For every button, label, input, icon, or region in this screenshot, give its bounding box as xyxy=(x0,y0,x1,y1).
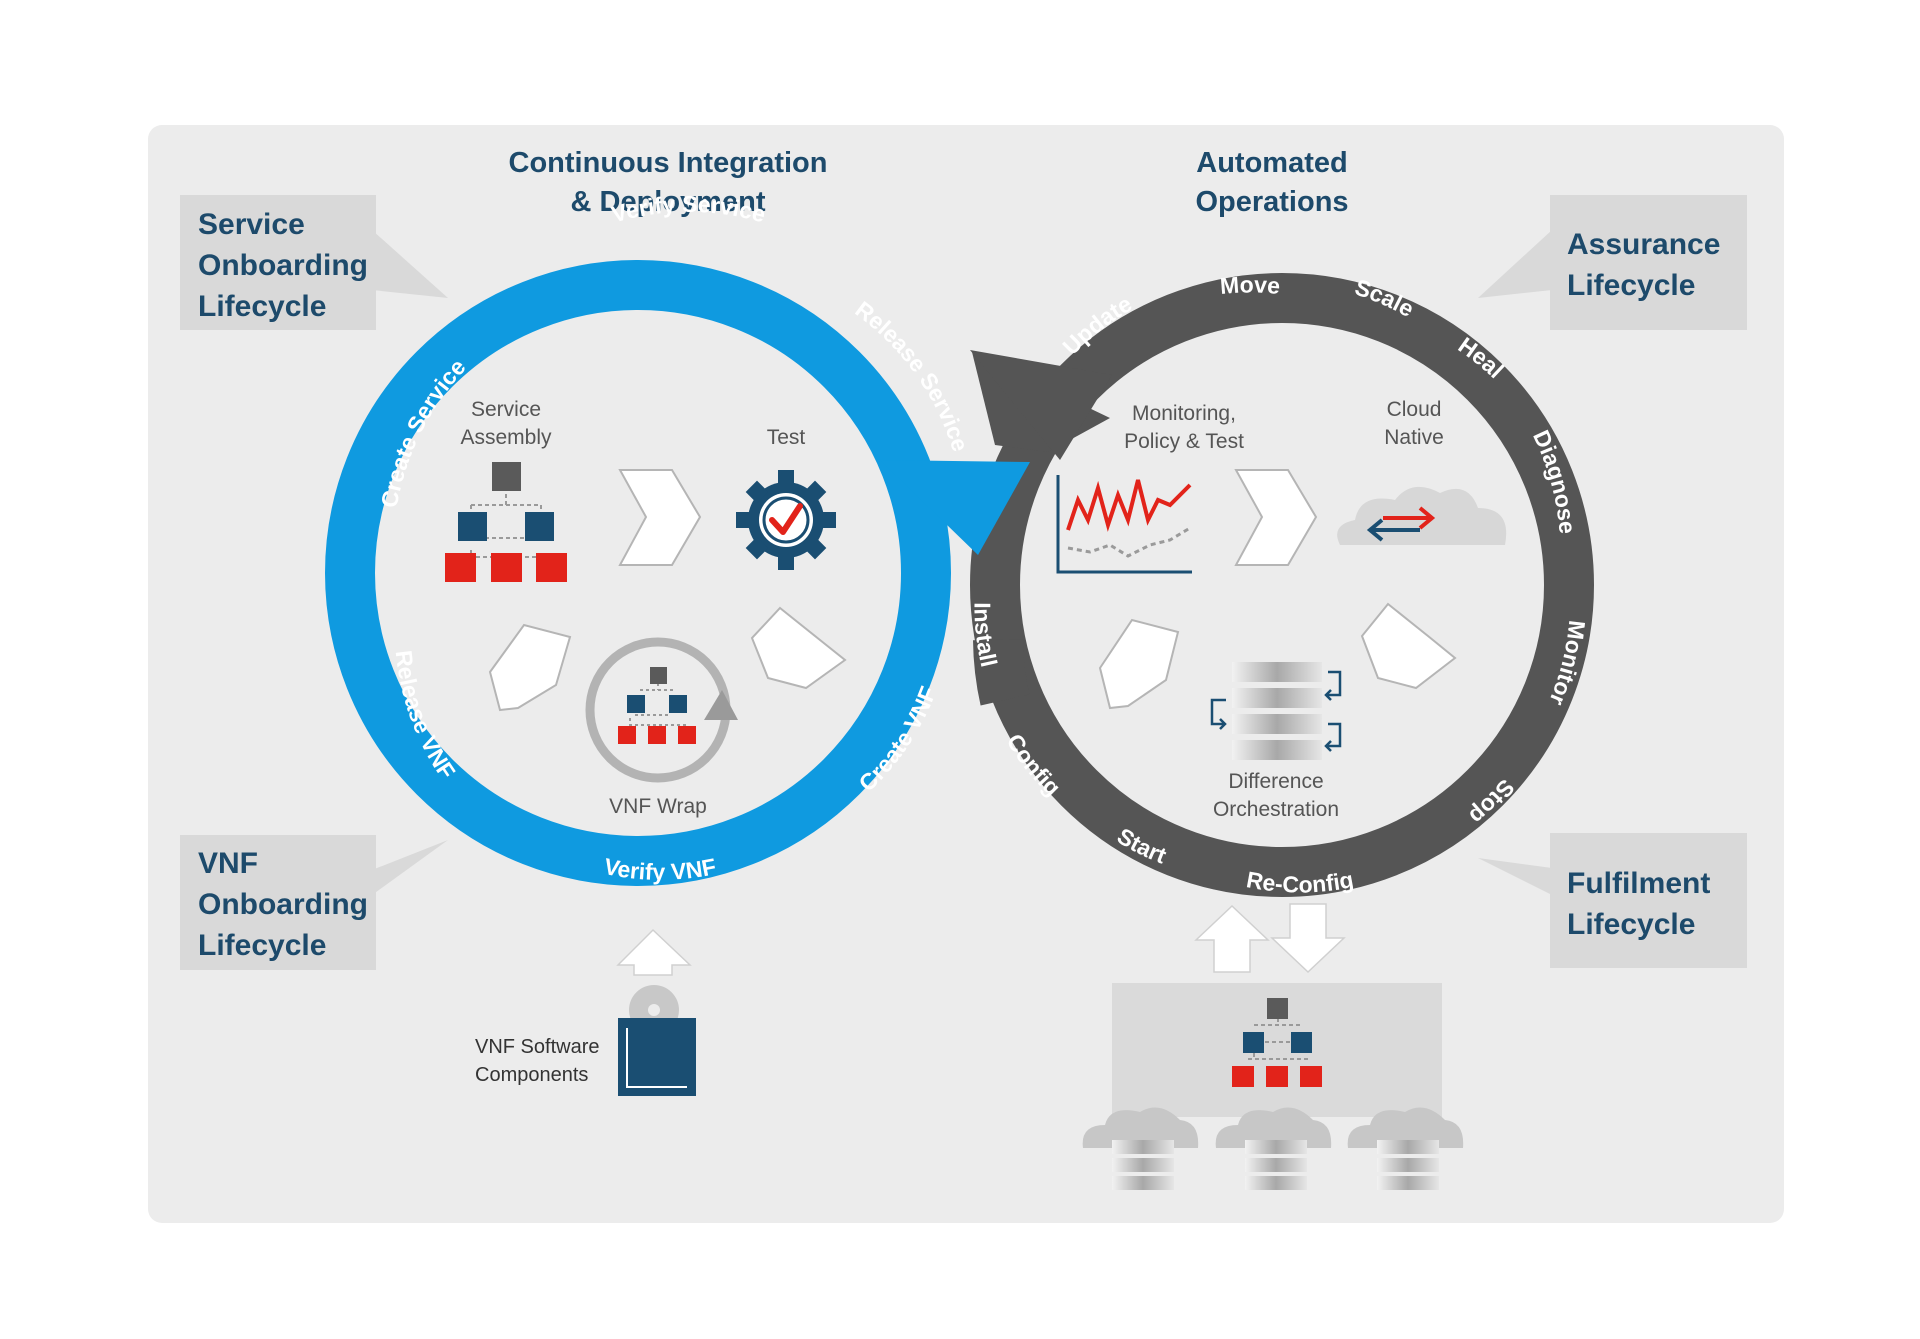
arrow-down-left-icon-2 xyxy=(1360,602,1457,690)
label-test: Test xyxy=(767,426,806,449)
svg-text:Lifecycle: Lifecycle xyxy=(1567,269,1695,302)
cloud-server-icon xyxy=(1082,1107,1199,1190)
label-monitoring-2: Policy & Test xyxy=(1124,430,1244,453)
label-cloud-native-2: Native xyxy=(1384,426,1444,449)
svg-text:Service: Service xyxy=(198,208,305,241)
up-arrow-icon xyxy=(616,928,692,976)
deployment-hierarchy-icon xyxy=(1232,998,1322,1087)
label-vnf-software-1: VNF Software xyxy=(475,1036,599,1058)
label-move: Move xyxy=(1219,271,1281,299)
svg-text:Fulfilment: Fulfilment xyxy=(1567,867,1710,900)
arrow-down-left-icon xyxy=(750,606,847,690)
svg-text:Onboarding: Onboarding xyxy=(198,888,368,921)
vnf-wrap-icon xyxy=(585,637,738,783)
label-difference-orchestration-2: Orchestration xyxy=(1213,798,1339,821)
difference-orchestration-icon xyxy=(1210,662,1342,760)
label-monitoring-1: Monitoring, xyxy=(1132,402,1236,425)
background-panel xyxy=(148,125,1784,1223)
ops-title-line1: Automated xyxy=(1196,147,1347,179)
svg-text:VNF: VNF xyxy=(198,847,258,880)
arrow-up-left-icon xyxy=(488,623,572,712)
ci-title-line1: Continuous Integration xyxy=(509,147,828,179)
monitoring-chart-icon xyxy=(1056,475,1192,574)
cloud-server-icon-3 xyxy=(1347,1107,1464,1190)
cloud-exchange-icon xyxy=(1337,486,1507,545)
up-arrow-icon-2 xyxy=(1194,904,1270,973)
svg-text:Lifecycle: Lifecycle xyxy=(198,929,326,962)
svg-text:Assurance: Assurance xyxy=(1567,228,1720,261)
chevron-arrow-icon-2 xyxy=(1234,469,1318,566)
label-vnf-software-2: Components xyxy=(475,1064,588,1086)
label-cloud-native-1: Cloud xyxy=(1387,398,1442,421)
gear-check-icon xyxy=(736,470,836,570)
arrow-up-left-icon-2 xyxy=(1098,618,1180,710)
software-package-icon xyxy=(618,985,696,1096)
callout-assurance: Assurance Lifecycle xyxy=(1478,195,1747,330)
automated-operations-ring xyxy=(970,273,1594,897)
service-assembly-hierarchy-icon xyxy=(445,462,567,582)
callout-fulfilment: Fulfilment Lifecycle xyxy=(1478,833,1747,968)
callout-vnf-onboarding: VNF Onboarding Lifecycle xyxy=(180,835,448,970)
label-difference-orchestration-1: Difference xyxy=(1228,770,1323,793)
label-service-assembly-2: Assembly xyxy=(460,426,552,449)
chevron-arrow-icon xyxy=(618,469,702,566)
svg-text:Lifecycle: Lifecycle xyxy=(1567,908,1695,941)
ci-title-line2: & Deployment xyxy=(571,186,766,218)
label-service-assembly-1: Service xyxy=(471,398,541,421)
down-arrow-icon xyxy=(1270,903,1346,974)
callout-service-onboarding: Service Onboarding Lifecycle xyxy=(180,195,448,330)
svg-text:Onboarding: Onboarding xyxy=(198,249,368,282)
grey-ring-overlap xyxy=(973,639,1030,706)
svg-text:Lifecycle: Lifecycle xyxy=(198,290,326,323)
label-vnf-wrap: VNF Wrap xyxy=(609,795,707,818)
cloud-server-icon-2 xyxy=(1215,1107,1332,1190)
ops-title-line2: Operations xyxy=(1195,186,1348,218)
ci-cd-ring xyxy=(325,260,1030,886)
